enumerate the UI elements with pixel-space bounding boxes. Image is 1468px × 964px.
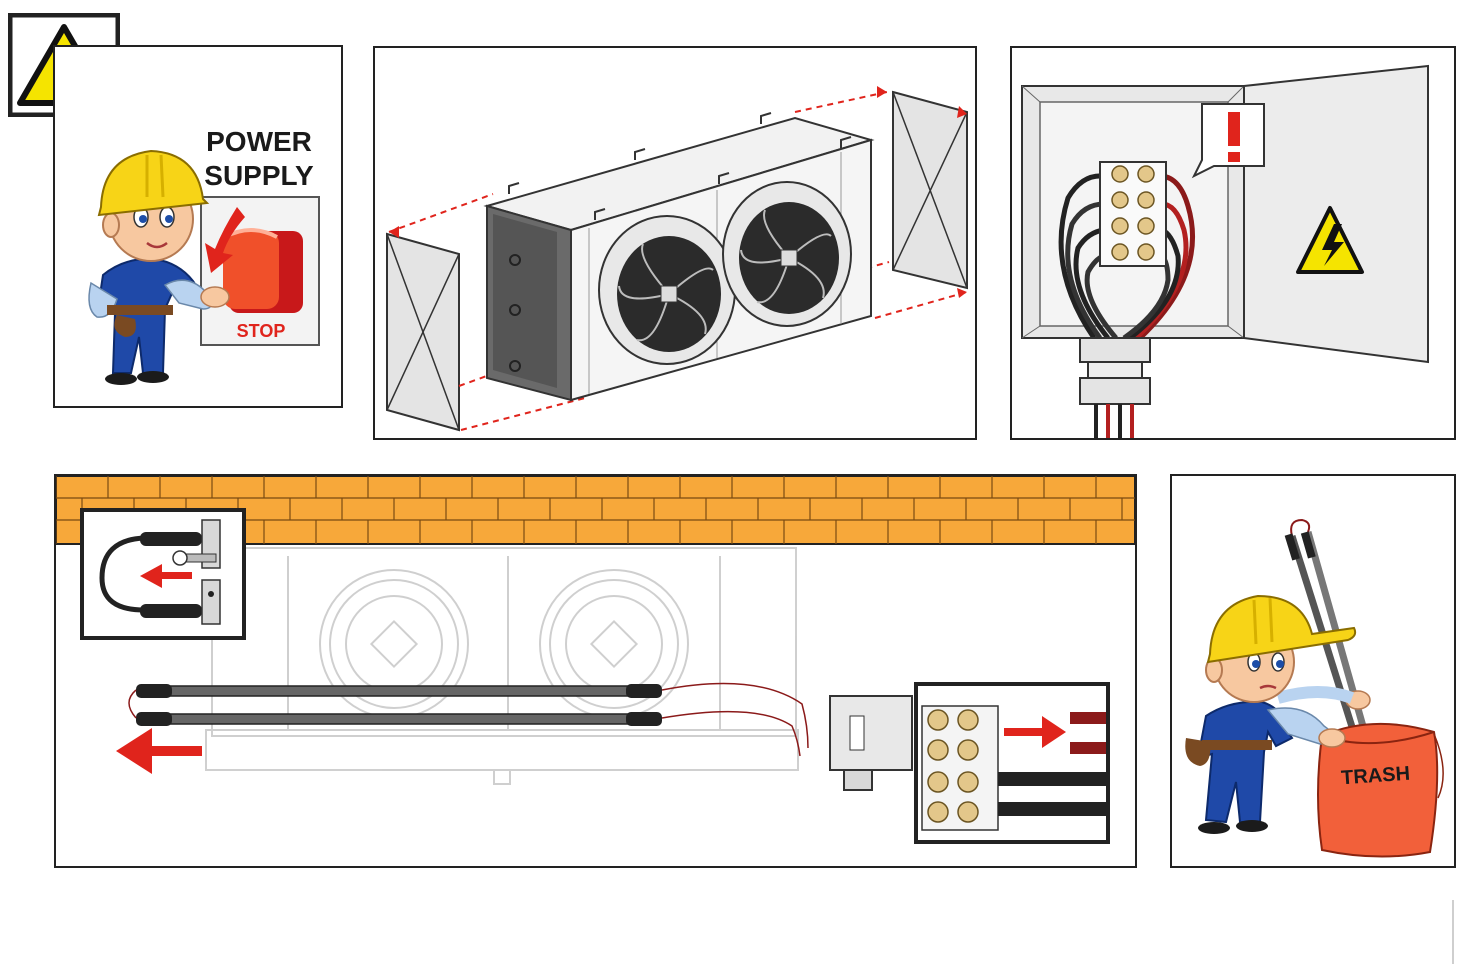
worker-figure bbox=[88, 149, 230, 385]
disposal-illustration: TRASH bbox=[1185, 518, 1444, 858]
hard-hat bbox=[1206, 594, 1357, 664]
power-supply-panel: POWER SUPPLY STOP bbox=[53, 45, 343, 408]
evaporator-disassembly-panel bbox=[373, 46, 977, 440]
disposal-panel: TRASH bbox=[1170, 474, 1456, 868]
worker-figure bbox=[1185, 594, 1371, 834]
junction-box bbox=[829, 695, 913, 791]
open-door bbox=[1243, 64, 1429, 364]
electrical-hazard-icon bbox=[1296, 206, 1364, 274]
heater-removal-illustration bbox=[56, 476, 1135, 844]
left-side-cover bbox=[386, 232, 460, 432]
down-arrow-icon bbox=[205, 207, 245, 273]
power-heading-line1: POWER bbox=[206, 126, 312, 157]
evaporator-outline bbox=[205, 547, 799, 785]
stop-switch bbox=[200, 196, 320, 346]
power-heading-line2: SUPPLY bbox=[204, 160, 314, 191]
arrow-right-icon bbox=[1004, 716, 1066, 748]
hard-hat bbox=[97, 149, 210, 217]
page-edge-rule bbox=[1452, 900, 1454, 964]
clip-detail-inset bbox=[80, 508, 246, 640]
wiring bbox=[1058, 173, 1196, 341]
stop-label: STOP bbox=[237, 321, 286, 341]
trash-label: TRASH bbox=[1340, 763, 1410, 790]
arrow-left-icon bbox=[116, 728, 202, 774]
electrical-box-panel bbox=[1010, 46, 1456, 440]
right-side-cover bbox=[892, 90, 968, 290]
terminal-detail-inset bbox=[914, 682, 1110, 844]
heater-removal-panel bbox=[54, 474, 1137, 868]
fan-right bbox=[722, 181, 852, 327]
power-supply-illustration: POWER SUPPLY STOP bbox=[88, 126, 320, 385]
electrical-box-illustration bbox=[1021, 64, 1429, 438]
fan-left bbox=[598, 215, 736, 365]
heater-elements bbox=[128, 682, 809, 757]
evaporator-illustration bbox=[386, 86, 968, 432]
terminal-block bbox=[1099, 161, 1167, 267]
exclamation-icon bbox=[1191, 103, 1265, 179]
